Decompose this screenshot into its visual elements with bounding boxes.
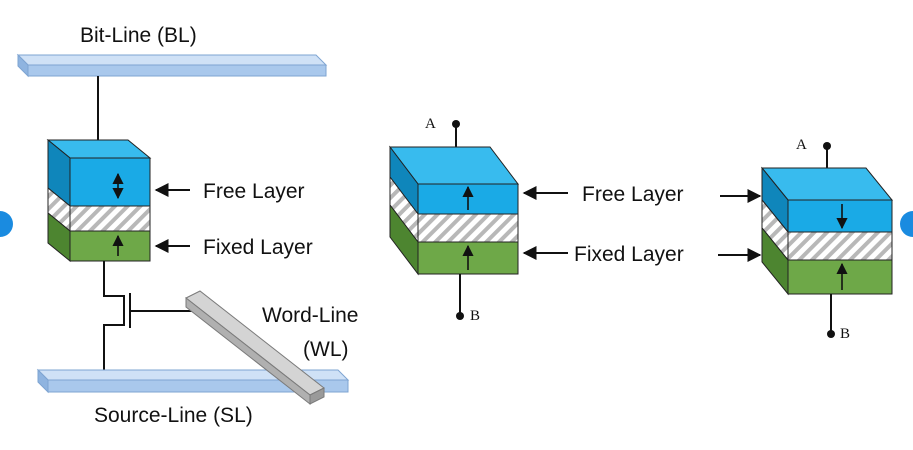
antiparallel-free-layer [787, 199, 893, 233]
parallel-terminal-a: A [425, 116, 436, 132]
source-line-label: Source-Line (SL) [94, 404, 253, 427]
terminal-b-dot-icon [456, 312, 464, 320]
right-edge-marker-icon [900, 211, 913, 237]
bit-line-front [27, 64, 327, 77]
access-transistor [103, 261, 196, 378]
terminal-a-dot-icon [452, 120, 460, 128]
circuit-free-layer [69, 157, 151, 207]
word-line-label-2: (WL) [303, 338, 349, 361]
bit-line-top [16, 54, 328, 66]
circuit-barrier-layer [69, 205, 151, 232]
parallel-state-mtj: A B [388, 116, 520, 324]
word-line-end [309, 387, 325, 405]
circuit-fixed-layer [69, 230, 151, 262]
antiparallel-state-mtj: A B [760, 137, 894, 342]
bit-line [16, 53, 328, 78]
antiparallel-fixed-layer [787, 259, 893, 295]
antiparallel-fixed-layer-side [761, 226, 789, 296]
antiparallel-terminal-a: A [796, 137, 807, 153]
shared-free-layer-label: Free Layer [582, 183, 684, 206]
source-line [36, 368, 350, 394]
left-edge-marker-icon [0, 211, 13, 237]
source-line-side [37, 368, 49, 394]
circuit-fixed-layer-label: Fixed Layer [203, 236, 313, 259]
shared-fixed-layer-label: Fixed Layer [574, 243, 684, 266]
parallel-terminal-b: B [470, 308, 480, 324]
ap-terminal-a-dot-icon [823, 142, 831, 150]
parallel-barrier-layer [417, 213, 519, 243]
antiparallel-barrier-layer [787, 231, 893, 261]
circuit-mtj [46, 138, 152, 263]
bit-line-side [17, 53, 29, 78]
circuit-fixed-layer-side [47, 211, 71, 263]
antiparallel-terminal-b: B [840, 326, 850, 342]
word-line [185, 290, 325, 406]
word-line-label-1: Word-Line [262, 304, 359, 327]
ap-terminal-b-dot-icon [827, 330, 835, 338]
parallel-fixed-layer-side [389, 203, 419, 276]
bit-line-label: Bit-Line (BL) [80, 24, 197, 47]
circuit-free-layer-label: Free Layer [203, 180, 305, 203]
